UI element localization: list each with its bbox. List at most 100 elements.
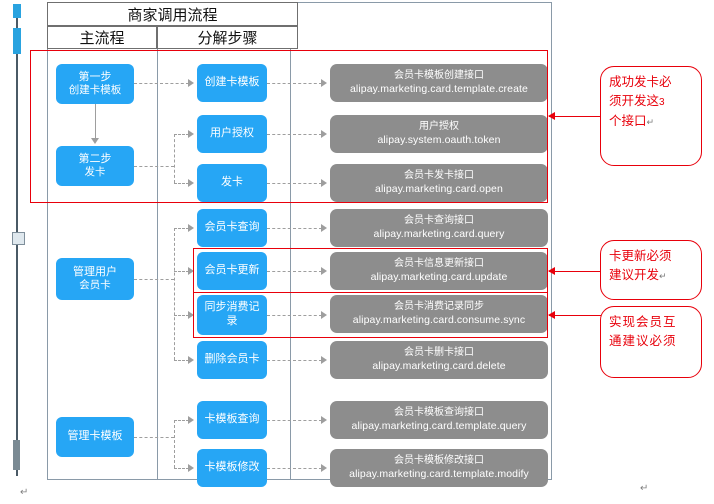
annotation-note-1-line3: 个接口	[609, 113, 647, 128]
annotation-note-1-line3-wrap: 个接口↵	[609, 112, 693, 131]
node-create-template[interactable]: 创建卡模板	[197, 64, 267, 102]
node-api-template-create[interactable]: 会员卡模板创建接口 alipay.marketing.card.template…	[330, 64, 548, 102]
annotation-note-issue-card: 成功发卡必 须开发这3 个接口↵	[600, 66, 702, 166]
annotation-note-1-line2: 须开发这	[609, 94, 660, 109]
node-consume-sync[interactable]: 同步消费记 录	[197, 295, 267, 335]
connector-sub-api-7-arrow	[321, 356, 327, 364]
leader-line-note-3	[549, 315, 601, 316]
highlight-box-card-update	[193, 248, 548, 293]
api-card-query-code: alipay.marketing.card.query	[373, 227, 505, 240]
revision-bar-handle[interactable]	[12, 232, 25, 245]
api-card-delete-name: 会员卡删卡接口	[404, 347, 474, 359]
connector-step2-user-auth-arrow	[188, 130, 194, 138]
node-manage-user-card-line2: 会员卡	[79, 279, 111, 292]
node-manage-template-label: 管理卡模板	[67, 430, 123, 443]
node-template-modify-label: 卡模板修改	[204, 461, 260, 474]
connector-manage-user-consume-sync	[174, 315, 189, 316]
connector-sub-api-8	[267, 420, 322, 421]
node-manage-user-card[interactable]: 管理用户 会员卡	[56, 258, 134, 300]
node-user-auth-label: 用户授权	[210, 127, 254, 140]
annotation-note-card-update: 卡更新必须 建议开发↵	[600, 240, 702, 300]
annotation-note-3-line1: 实现会员互	[609, 315, 677, 329]
node-consume-sync-line1: 同步消费记	[204, 301, 260, 314]
leader-line-note-1	[549, 116, 601, 117]
api-template-create-name: 会员卡模板创建接口	[393, 70, 484, 82]
api-oauth-token-name: 用户授权	[419, 121, 459, 133]
connector-sub-api-9	[267, 468, 322, 469]
connector-step2-issue-card	[174, 183, 189, 184]
highlight-box-issue-card-group	[30, 50, 548, 203]
connector-card-query-arrow	[188, 224, 194, 232]
column-header-main-process: 主流程	[47, 26, 157, 49]
annotation-note-1-number: 3	[659, 97, 665, 109]
node-card-delete-label: 删除会员卡	[204, 353, 260, 366]
api-consume-sync-name: 会员卡消费记录同步	[393, 301, 484, 313]
column-header-sub-steps: 分解步骤	[157, 26, 298, 49]
node-card-update-label: 会员卡更新	[204, 264, 260, 277]
node-consume-sync-line2: 录	[226, 315, 238, 327]
node-card-delete[interactable]: 删除会员卡	[197, 341, 267, 379]
connector-card-delete-arrow	[188, 356, 194, 364]
connector-step2-user-auth	[174, 134, 189, 135]
connector-sub-api-5-arrow	[321, 267, 327, 275]
connector-step1-create-template	[134, 83, 189, 84]
leader-arrow-note-3	[548, 311, 555, 319]
connector-sub-api-3	[267, 183, 322, 184]
leader-line-note-2	[549, 271, 601, 272]
node-api-card-delete[interactable]: 会员卡删卡接口 alipay.marketing.card.delete	[330, 341, 548, 379]
annotation-note-1-line1: 成功发卡必	[609, 75, 672, 89]
node-api-template-modify[interactable]: 会员卡模板修改接口 alipay.marketing.card.template…	[330, 449, 548, 487]
api-template-create-code: alipay.marketing.card.template.create	[349, 82, 528, 95]
node-api-consume-sync[interactable]: 会员卡消费记录同步 alipay.marketing.card.consume.…	[330, 295, 548, 333]
connector-sub-api-1	[267, 83, 322, 84]
connector-manage-user-branch	[134, 279, 174, 280]
column-divider-1	[157, 49, 158, 480]
node-manage-template[interactable]: 管理卡模板	[56, 417, 134, 457]
connector-manage-template-modify	[174, 468, 189, 469]
table-frame	[47, 2, 552, 480]
api-card-query-name: 会员卡查询接口	[404, 215, 474, 227]
connector-sub-api-4-arrow	[321, 224, 327, 232]
node-user-auth[interactable]: 用户授权	[197, 115, 267, 153]
node-step2-line2: 发卡	[84, 166, 106, 179]
connector-step2-branch	[134, 166, 174, 167]
node-api-card-update[interactable]: 会员卡信息更新接口 alipay.marketing.card.update	[330, 252, 548, 290]
node-api-card-query[interactable]: 会员卡查询接口 alipay.marketing.card.query	[330, 209, 548, 247]
node-api-card-open[interactable]: 会员卡发卡接口 alipay.marketing.card.open	[330, 164, 548, 202]
connector-sub-api-8-arrow	[321, 416, 327, 424]
connector-step1-step2	[95, 104, 96, 140]
annotation-note-1-pilcrow: ↵	[646, 116, 655, 127]
node-issue-card-label: 发卡	[221, 176, 243, 189]
leader-arrow-note-2	[548, 267, 555, 275]
node-issue-card[interactable]: 发卡	[197, 164, 267, 202]
connector-sub-api-2-arrow	[321, 130, 327, 138]
table-header-row: 主流程 分解步骤	[47, 26, 298, 49]
connector-manage-user-vertical	[174, 228, 175, 360]
api-template-modify-code: alipay.marketing.card.template.modify	[349, 467, 529, 480]
leader-arrow-note-1	[548, 112, 555, 120]
node-card-query[interactable]: 会员卡查询	[197, 209, 267, 247]
api-template-modify-name: 会员卡模板修改接口	[394, 455, 484, 467]
connector-manage-user-card-update	[174, 271, 189, 272]
api-card-update-name: 会员卡信息更新接口	[393, 258, 484, 270]
api-consume-sync-code: alipay.marketing.card.consume.sync	[352, 313, 526, 326]
node-api-template-query[interactable]: 会员卡模板查询接口 alipay.marketing.card.template…	[330, 401, 548, 439]
node-create-template-label: 创建卡模板	[204, 76, 260, 89]
node-step2[interactable]: 第二步 发卡	[56, 146, 134, 186]
node-step1[interactable]: 第一步 创建卡模板	[56, 64, 134, 104]
api-template-query-name: 会员卡模板查询接口	[394, 407, 484, 419]
column-divider-2	[290, 49, 291, 480]
annotation-note-2-line2: 建议开发	[609, 268, 660, 283]
table-title: 商家调用流程	[47, 2, 298, 26]
annotation-note-2-line2-wrap: 建议开发↵	[609, 266, 693, 285]
node-card-update[interactable]: 会员卡更新	[197, 252, 267, 290]
node-api-oauth-token[interactable]: 用户授权 alipay.system.oauth.token	[330, 115, 548, 153]
node-template-query[interactable]: 卡模板查询	[197, 401, 267, 439]
node-step2-line1: 第二步	[78, 152, 112, 165]
api-card-delete-code: alipay.marketing.card.delete	[372, 359, 506, 372]
connector-sub-api-1-arrow	[321, 79, 327, 87]
node-template-modify[interactable]: 卡模板修改	[197, 449, 267, 487]
node-template-query-label: 卡模板查询	[204, 413, 260, 426]
connector-manage-user-card-delete	[174, 360, 189, 361]
